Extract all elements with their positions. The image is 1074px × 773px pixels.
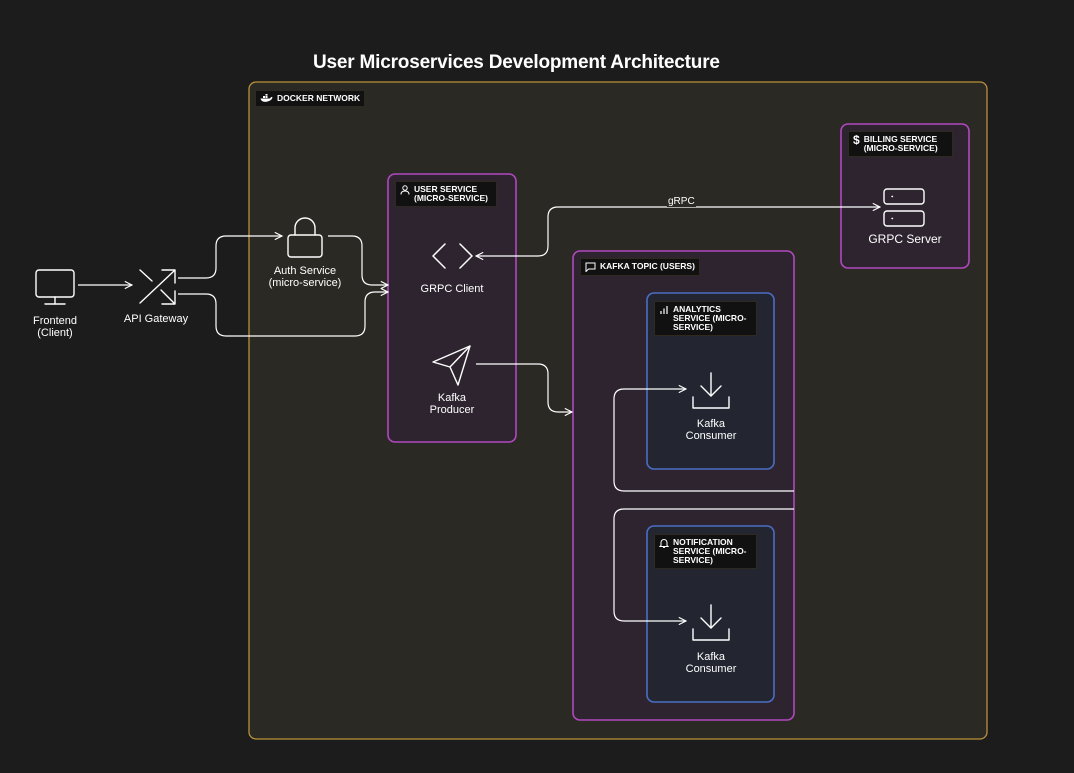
analytics-service-tag: ANALYTICS SERVICE (MICRO-SERVICE)	[654, 301, 757, 336]
billing-service-label: BILLING SERVICE (MICRO-SERVICE)	[863, 134, 938, 153]
kafka-topic-label: KAFKA TOPIC (USERS)	[600, 261, 695, 271]
user-service-tag: USER SERVICE (MICRO-SERVICE)	[395, 181, 497, 207]
notification-service-tag: NOTIFICATION SERVICE (MICRO-SERVICE)	[654, 534, 757, 569]
notification-consumer-label: Kafka Consumer	[685, 651, 737, 675]
send-icon	[432, 345, 471, 386]
code-brackets-icon	[432, 243, 473, 269]
download-icon	[692, 372, 730, 409]
kafka-topic-tag: KAFKA TOPIC (USERS)	[580, 258, 700, 276]
grpc-server-label: GRPC Server	[868, 232, 942, 246]
shuffle-icon	[139, 269, 176, 305]
edge-auth-to-grpc-client	[328, 235, 388, 285]
edge-producer-to-topic	[476, 363, 572, 412]
user-icon	[400, 185, 410, 195]
edge-gateway-to-auth	[178, 236, 282, 279]
user-service-label: USER SERVICE (MICRO-SERVICE)	[414, 184, 488, 203]
message-icon	[585, 262, 596, 272]
edge-topic-to-analytics-consumer	[613, 389, 794, 492]
grpc-edge-label: gRPC	[667, 196, 696, 207]
download-icon	[692, 604, 730, 641]
docker-network-tag: DOCKER NETWORK	[255, 90, 366, 107]
bar-chart-icon	[660, 306, 668, 314]
diagram-title: User Microservices Development Architect…	[313, 52, 720, 73]
bell-icon	[659, 539, 669, 548]
analytics-consumer-label: Kafka Consumer	[685, 418, 737, 442]
auth-service-label: Auth Service (micro-service)	[268, 265, 342, 289]
dollar-icon: $	[853, 133, 860, 147]
analytics-service-label: ANALYTICS SERVICE (MICRO-SERVICE)	[673, 304, 747, 332]
edge-grpc-client-to-server	[476, 207, 880, 256]
notification-service-label: NOTIFICATION SERVICE (MICRO-SERVICE)	[673, 537, 747, 565]
docker-network-label: DOCKER NETWORK	[277, 93, 361, 103]
monitor-icon	[35, 269, 75, 305]
lock-icon	[287, 217, 323, 258]
grpc-client-label: GRPC Client	[420, 283, 484, 295]
billing-service-tag: $ BILLING SERVICE (MICRO-SERVICE)	[848, 131, 953, 157]
frontend-label: Frontend (Client)	[32, 315, 78, 339]
edge-topic-to-notification-consumer	[613, 508, 794, 621]
api-gateway-label: API Gateway	[123, 313, 189, 325]
docker-whale-icon	[260, 94, 273, 102]
server-icon	[883, 188, 925, 227]
kafka-producer-label: Kafka Producer	[429, 392, 475, 416]
edge-gateway-to-grpc-client	[178, 292, 388, 337]
